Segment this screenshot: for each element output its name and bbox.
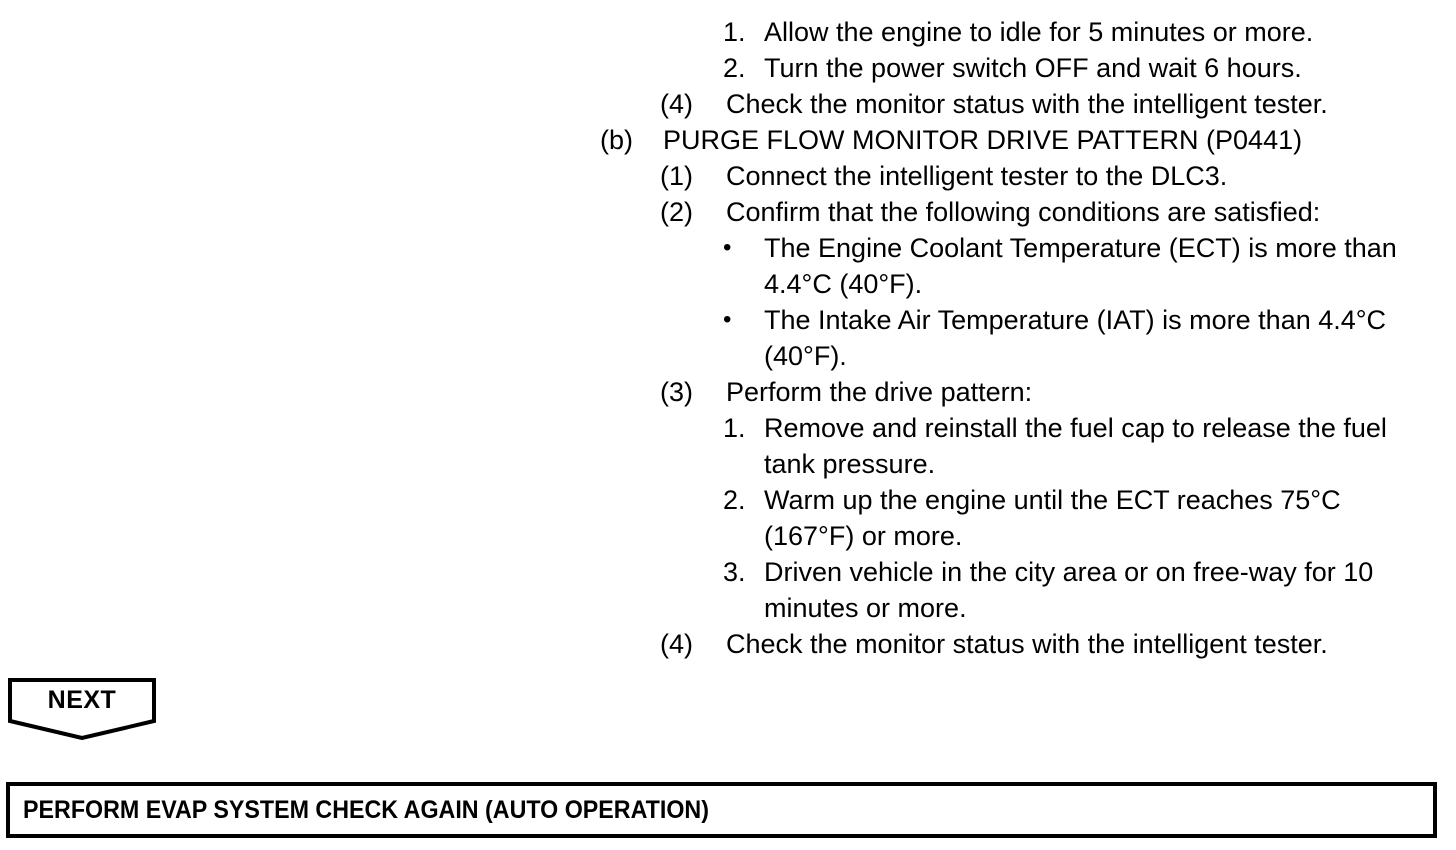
procedure-line-text: Remove and reinstall the fuel cap to rel… — [764, 413, 1387, 479]
procedure-line-text: Turn the power switch OFF and wait 6 hou… — [764, 53, 1302, 83]
procedure-line: • The Engine Coolant Temperature (ECT) is… — [0, 230, 1456, 302]
procedure-line-marker: (b) — [600, 125, 633, 155]
procedure-line-marker: 3. — [723, 557, 746, 587]
procedure-line: (4) Check the monitor status with the int… — [0, 626, 1456, 662]
next-button[interactable]: NEXT — [8, 678, 156, 740]
procedure-line-marker: 2. — [723, 485, 746, 515]
next-button-shape — [8, 678, 156, 740]
procedure-line-text: Warm up the engine until the ECT reaches… — [764, 485, 1341, 551]
procedure-line-marker: 1. — [723, 413, 746, 443]
procedure-line-marker: • — [723, 306, 732, 333]
procedure-line-marker: (2) — [660, 197, 693, 227]
procedure-line-marker: 2. — [723, 53, 746, 83]
procedure-line: 3. Driven vehicle in the city area or on … — [0, 554, 1456, 626]
procedure-line-text: Perform the drive pattern: — [726, 377, 1033, 407]
procedure-line-text: The Intake Air Temperature (IAT) is more… — [764, 305, 1387, 371]
procedure-line-marker: (1) — [660, 161, 693, 191]
procedure-line: 2. Turn the power switch OFF and wait 6 h… — [0, 50, 1456, 86]
procedure-line-marker: (3) — [660, 377, 693, 407]
procedure-line-marker: 1. — [723, 17, 746, 47]
procedure-line: 2. Warm up the engine until the ECT reach… — [0, 482, 1456, 554]
procedure-line-text: PURGE FLOW MONITOR DRIVE PATTERN (P0441) — [663, 125, 1303, 155]
procedure-line: (1) Connect the intelligent tester to the… — [0, 158, 1456, 194]
procedure-line-marker: (4) — [660, 89, 693, 119]
procedure-line-marker: (4) — [660, 629, 693, 659]
procedure-line: (2) Confirm that the following conditions… — [0, 194, 1456, 230]
procedure-line: (b) PURGE FLOW MONITOR DRIVE PATTERN (P04… — [0, 122, 1456, 158]
procedure-line: 1. Remove and reinstall the fuel cap to r… — [0, 410, 1456, 482]
procedure-line-text: Check the monitor status with the intell… — [726, 629, 1328, 659]
procedure-line-marker: • — [723, 234, 732, 261]
next-button-label: NEXT — [47, 686, 117, 714]
procedure-line: (4) Check the monitor status with the int… — [0, 86, 1456, 122]
procedure-line-text: Check the monitor status with the intell… — [726, 89, 1328, 119]
procedure-line-text: The Engine Coolant Temperature (ECT) is … — [764, 233, 1397, 299]
procedure-line-text: Connect the intelligent tester to the DL… — [726, 161, 1228, 191]
procedure-line-text: Allow the engine to idle for 5 minutes o… — [764, 17, 1314, 47]
procedure-line: 1. Allow the engine to idle for 5 minutes… — [0, 14, 1456, 50]
procedure-line-text: Confirm that the following conditions ar… — [726, 197, 1321, 227]
procedure-line: • The Intake Air Temperature (IAT) is mor… — [0, 302, 1456, 374]
procedure-line: (3) Perform the drive pattern: — [0, 374, 1456, 410]
banner-label: PERFORM EVAP SYSTEM CHECK AGAIN (AUTO OP… — [23, 795, 709, 824]
procedure-text-block: 1. Allow the engine to idle for 5 minutes… — [0, 14, 1456, 662]
perform-evap-system-check-banner: PERFORM EVAP SYSTEM CHECK AGAIN (AUTO OP… — [6, 782, 1437, 838]
procedure-line-text: Driven vehicle in the city area or on fr… — [764, 557, 1374, 623]
